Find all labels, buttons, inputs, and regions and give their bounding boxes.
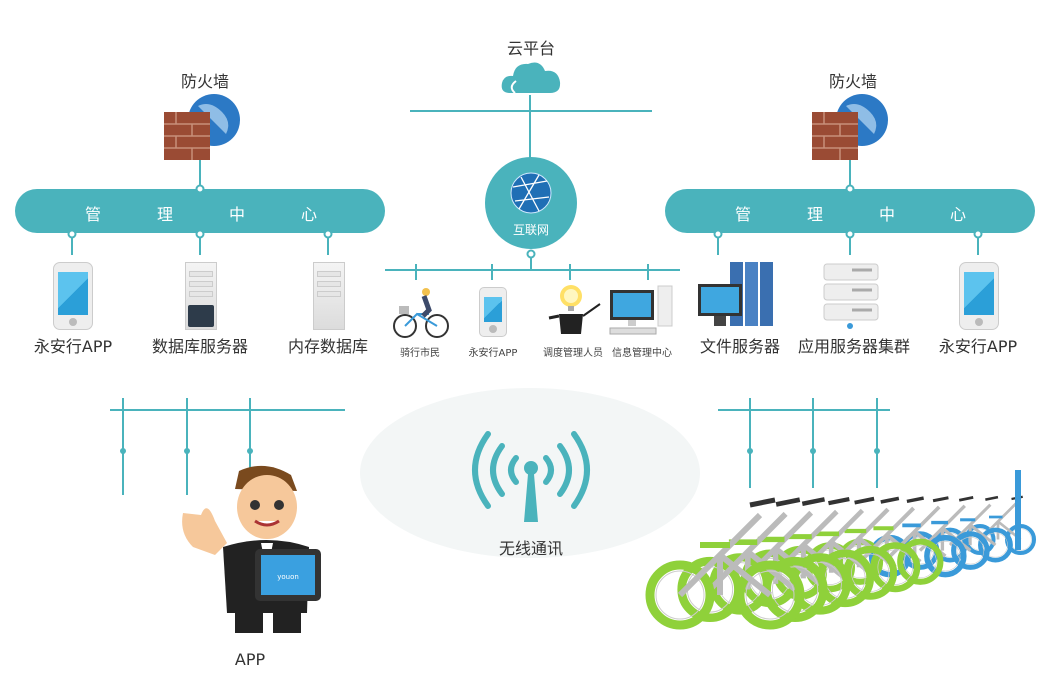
link [71,238,73,255]
internet-label: 互联网 [512,223,549,237]
phone-icon [959,262,999,330]
connector-dot [323,229,333,239]
tick [569,264,571,280]
cyclist-icon [393,288,449,338]
pill-char: 管 [84,205,102,224]
link [977,238,979,255]
cloud-platform-label: 云平台 [506,39,556,58]
wireless-label: 无线通讯 [498,539,564,558]
connector-dot [120,448,126,454]
tick [491,264,493,280]
node-label: 调度管理人员 [543,348,603,359]
phone-icon [53,262,93,330]
memory-database-icon [313,262,345,330]
node-label: 永安行APP [938,337,1018,356]
firewall-link [199,160,201,186]
connector-dot [247,448,253,454]
firewall-label: 防火墙 [828,72,878,91]
drop-line [876,398,878,488]
cloud-link [529,95,531,161]
node-label: 应用服务器集群 [797,337,911,356]
firewall-icon [164,94,240,160]
node-label: 信息管理中心 [612,348,672,359]
drop-line [186,398,188,495]
app-label: APP [234,650,266,669]
connector-dot [195,229,205,239]
internet-link [530,258,532,270]
internet-node[interactable]: 互联网 [485,157,577,249]
bus-line [718,409,890,411]
drop-line [249,398,251,495]
drop-line [749,398,751,488]
tablet-logo: youon [277,573,299,581]
info-center-icon [609,285,673,335]
bus-line [110,409,345,411]
dispatcher-icon [548,285,601,334]
wireless-signal-icon [472,431,590,522]
connector-dot [184,448,190,454]
phone-icon [479,287,507,337]
bike-rack-post [1015,470,1021,550]
connector-dot [973,229,983,239]
globe-icon [510,172,552,214]
internet-bus-line [385,269,680,271]
firewall-icon [812,94,888,160]
connector-dot [845,229,855,239]
cloud-bus-line [410,110,652,112]
connector-dot [713,229,723,239]
connector-dot [195,184,205,194]
connector-dot [810,448,816,454]
firewall-label: 防火墙 [180,72,230,91]
node-label: 数据库服务器 [151,337,249,356]
pill-char: 管 [734,205,752,224]
node-label: 永安行APP [33,337,113,356]
link [199,238,201,255]
pill-char: 理 [156,205,174,224]
pill-char: 心 [300,205,318,224]
bike [645,497,805,630]
connector-dot [845,184,855,194]
pill-char: 理 [806,205,824,224]
link [717,238,719,255]
pill-char: 心 [949,205,967,224]
drop-line [812,398,814,488]
drop-line [122,398,124,495]
file-server-icon [698,262,773,326]
node-label: 骑行市民 [400,348,440,359]
management-center-right[interactable]: 管 理 中 心 [665,189,1035,233]
app-server-cluster-icon [823,263,879,329]
node-label: 内存数据库 [287,337,369,356]
connector-dot [526,249,536,259]
app-user-illustration: youon [182,465,321,633]
connector-dot [67,229,77,239]
tick [415,264,417,280]
firewall-link [849,160,851,186]
cloud-icon [501,62,561,94]
connector-dot [874,448,880,454]
shared-bikes-illustration [645,470,1037,630]
bike [964,495,1037,556]
link [849,238,851,255]
pill-char: 中 [228,205,246,224]
node-label: 永安行APP [468,348,518,359]
link [327,238,329,255]
tick [647,264,649,280]
database-server-icon [185,262,217,330]
node-label: 文件服务器 [699,337,781,356]
connector-dot [747,448,753,454]
pill-char: 中 [878,205,896,224]
management-center-left[interactable]: 管 理 中 心 [15,189,385,233]
